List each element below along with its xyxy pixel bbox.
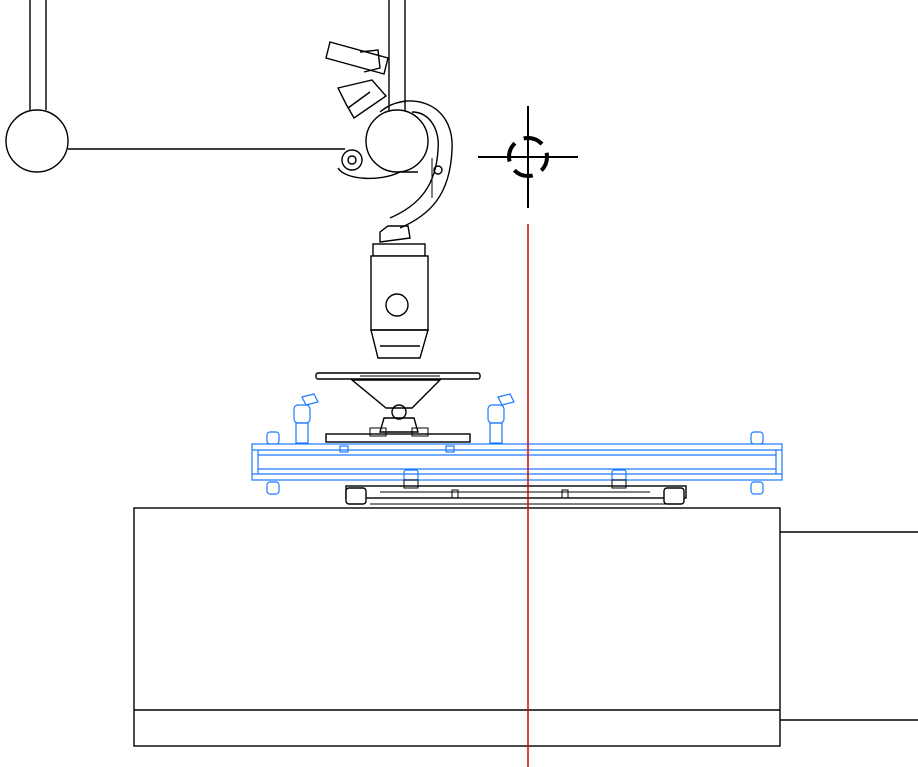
projector-mount-plate[interactable] bbox=[345, 479, 687, 505]
swivel-plate[interactable] bbox=[315, 372, 481, 443]
truss-pipe-right[interactable] bbox=[388, 0, 406, 112]
projector-body[interactable] bbox=[133, 507, 918, 747]
truss-clamp[interactable] bbox=[325, 41, 453, 243]
truss-pipe-left[interactable] bbox=[5, 0, 345, 173]
mount-pole[interactable] bbox=[370, 243, 429, 359]
projector-bracket[interactable] bbox=[251, 393, 783, 495]
center-of-gravity-crosshair-icon bbox=[478, 106, 578, 208]
